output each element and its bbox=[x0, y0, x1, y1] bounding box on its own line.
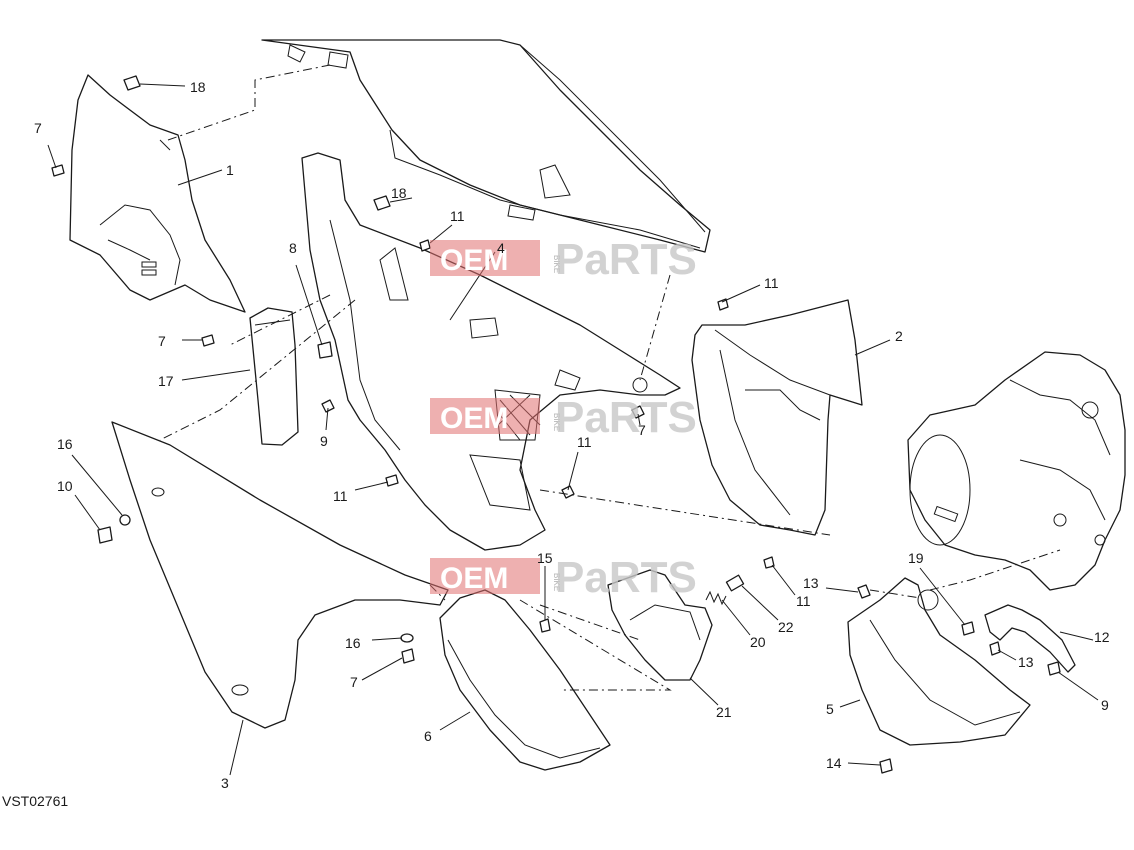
callout-9: 9 bbox=[320, 433, 328, 449]
callout-labels: 18 7 1 7 17 8 9 18 11 4 11 2 7 11 11 16 … bbox=[34, 79, 1110, 791]
callout-7: 7 bbox=[638, 422, 646, 438]
part-22-clip bbox=[725, 574, 745, 592]
callout-16: 16 bbox=[57, 436, 73, 452]
callout-21: 21 bbox=[716, 704, 732, 720]
callout-6: 6 bbox=[424, 728, 432, 744]
part-3-lower-panel bbox=[111, 421, 449, 729]
callout-22: 22 bbox=[778, 619, 794, 635]
callout-1: 1 bbox=[226, 162, 234, 178]
callout-12: 12 bbox=[1094, 629, 1110, 645]
callout-16: 16 bbox=[345, 635, 361, 651]
callout-7: 7 bbox=[350, 674, 358, 690]
callout-10: 10 bbox=[57, 478, 73, 494]
svg-text:OEM: OEM bbox=[440, 244, 508, 277]
part-17-strip bbox=[249, 307, 299, 446]
callout-5: 5 bbox=[826, 701, 834, 717]
svg-text:PaRTS: PaRTS bbox=[555, 235, 697, 284]
fasteners bbox=[51, 75, 1061, 774]
watermark-bottom: OEM BIKE PaRTS bbox=[430, 553, 697, 602]
callout-17: 17 bbox=[158, 373, 174, 389]
svg-text:PaRTS: PaRTS bbox=[555, 393, 697, 442]
part-12-arm bbox=[984, 604, 1076, 673]
callout-11: 11 bbox=[333, 488, 348, 504]
engine-case bbox=[907, 351, 1126, 591]
drawing-code: VST02761 bbox=[2, 793, 68, 809]
part-6-lower-scoop bbox=[439, 589, 611, 771]
callout-15: 15 bbox=[537, 550, 553, 566]
leader-lines bbox=[47, 83, 1099, 776]
callout-7: 7 bbox=[34, 120, 42, 136]
upper-fairing-frame bbox=[261, 39, 711, 253]
svg-text:OEM: OEM bbox=[440, 402, 508, 435]
callout-18: 18 bbox=[190, 79, 206, 95]
callout-18: 18 bbox=[391, 185, 407, 201]
svg-text:PaRTS: PaRTS bbox=[555, 553, 697, 602]
callout-11: 11 bbox=[764, 275, 779, 291]
watermark-middle: OEM BIKE PaRTS bbox=[430, 393, 697, 442]
callout-13: 13 bbox=[1018, 654, 1034, 670]
callout-13: 13 bbox=[803, 575, 819, 591]
callout-8: 8 bbox=[289, 240, 297, 256]
svg-text:OEM: OEM bbox=[440, 562, 508, 595]
svg-text:BIKE: BIKE bbox=[552, 255, 561, 273]
callout-11: 11 bbox=[577, 434, 592, 450]
callout-14: 14 bbox=[826, 755, 842, 771]
callout-3: 3 bbox=[221, 775, 229, 791]
callout-9: 9 bbox=[1101, 697, 1109, 713]
part-20-spring bbox=[705, 590, 727, 606]
part-5-right-scoop bbox=[847, 577, 1031, 746]
callout-11: 11 bbox=[796, 593, 811, 609]
part-1-side-panel bbox=[69, 74, 246, 313]
callout-7: 7 bbox=[158, 333, 166, 349]
callout-19: 19 bbox=[908, 550, 924, 566]
svg-text:BIKE: BIKE bbox=[552, 413, 561, 431]
svg-text:BIKE: BIKE bbox=[552, 573, 561, 591]
callout-4: 4 bbox=[497, 240, 505, 256]
callout-11: 11 bbox=[450, 208, 465, 224]
callout-20: 20 bbox=[750, 634, 766, 650]
watermark-top: OEM BIKE PaRTS bbox=[430, 235, 697, 284]
part-2-right-duct bbox=[691, 299, 863, 536]
callout-2: 2 bbox=[895, 328, 903, 344]
